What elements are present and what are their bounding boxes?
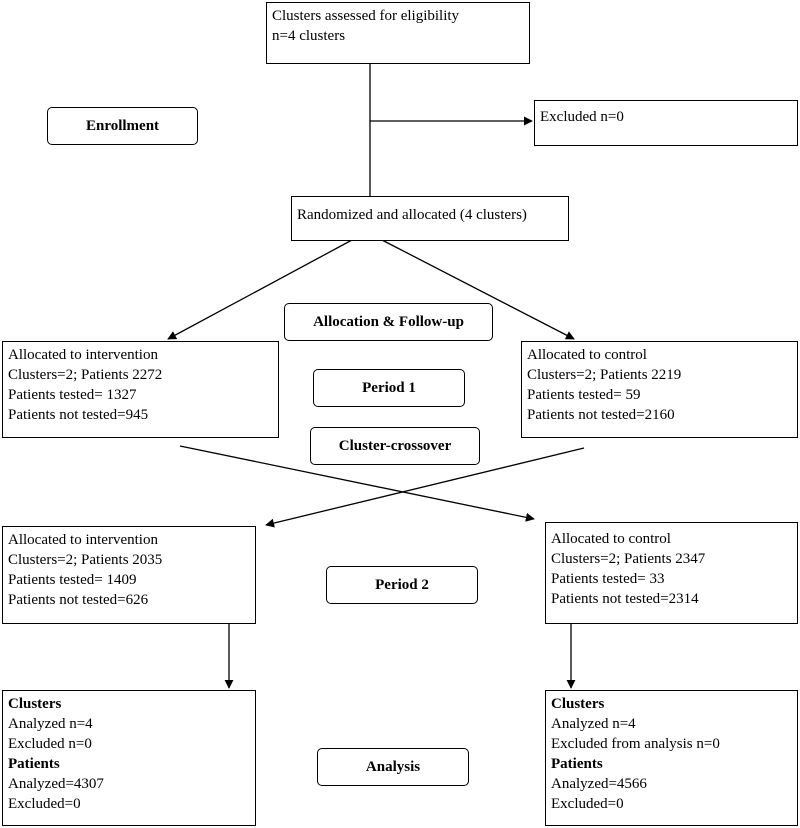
analysis-intervention-box: Clusters Analyzed n=4 Excluded n=0 Patie… <box>2 690 256 826</box>
allocation-label: Allocation & Follow-up <box>284 303 493 341</box>
period1-label: Period 1 <box>313 369 465 407</box>
randomized-box: Randomized and allocated (4 clusters) <box>291 196 569 241</box>
arrow-to-p1-control <box>381 239 575 340</box>
arrow-to-p1-intervention <box>167 239 353 340</box>
eligibility-box: Clusters assessed for eligibility n=4 cl… <box>266 2 530 64</box>
p2-control-box: Allocated to control Clusters=2; Patient… <box>545 522 798 624</box>
analysis-control-box: Clusters Analyzed n=4 Excluded from anal… <box>545 690 798 826</box>
enrollment-label: Enrollment <box>47 107 198 145</box>
excluded-box: Excluded n=0 <box>534 100 798 146</box>
period2-label: Period 2 <box>326 566 478 604</box>
p1-control-box: Allocated to control Clusters=2; Patient… <box>521 341 798 438</box>
analysis-label: Analysis <box>317 748 469 786</box>
crossover-arrow-to-p2-control <box>179 445 535 522</box>
p1-intervention-box: Allocated to intervention Clusters=2; Pa… <box>2 341 279 438</box>
crossover-arrow-to-p2-intervention <box>265 447 585 528</box>
crossover-label: Cluster-crossover <box>310 427 480 465</box>
p2-intervention-box: Allocated to intervention Clusters=2; Pa… <box>2 526 256 624</box>
